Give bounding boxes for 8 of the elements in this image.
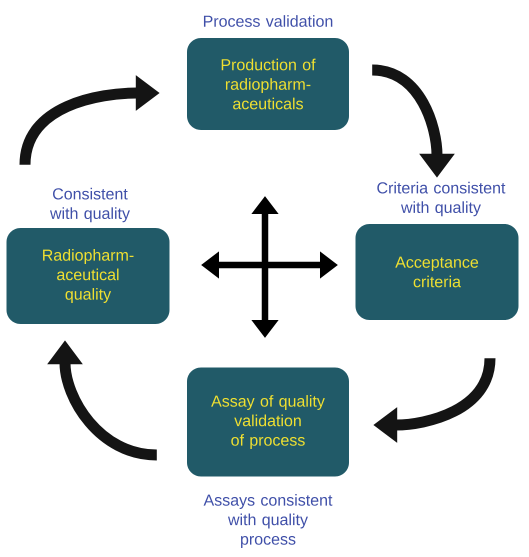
box-caption: Assays consistent with quality process xyxy=(204,494,332,548)
process-box: Radiopharm- aceutical quality xyxy=(6,228,170,324)
process-box: Production of radiopharm- aceuticals xyxy=(187,38,349,130)
process-box: Acceptance criteria xyxy=(356,224,518,320)
process-box: Assay of quality validation of process xyxy=(187,368,349,476)
box-caption: Consistent with quality xyxy=(50,188,130,222)
box-caption: Criteria consistent with quality xyxy=(377,182,506,216)
box-caption: Process validation xyxy=(204,15,332,27)
